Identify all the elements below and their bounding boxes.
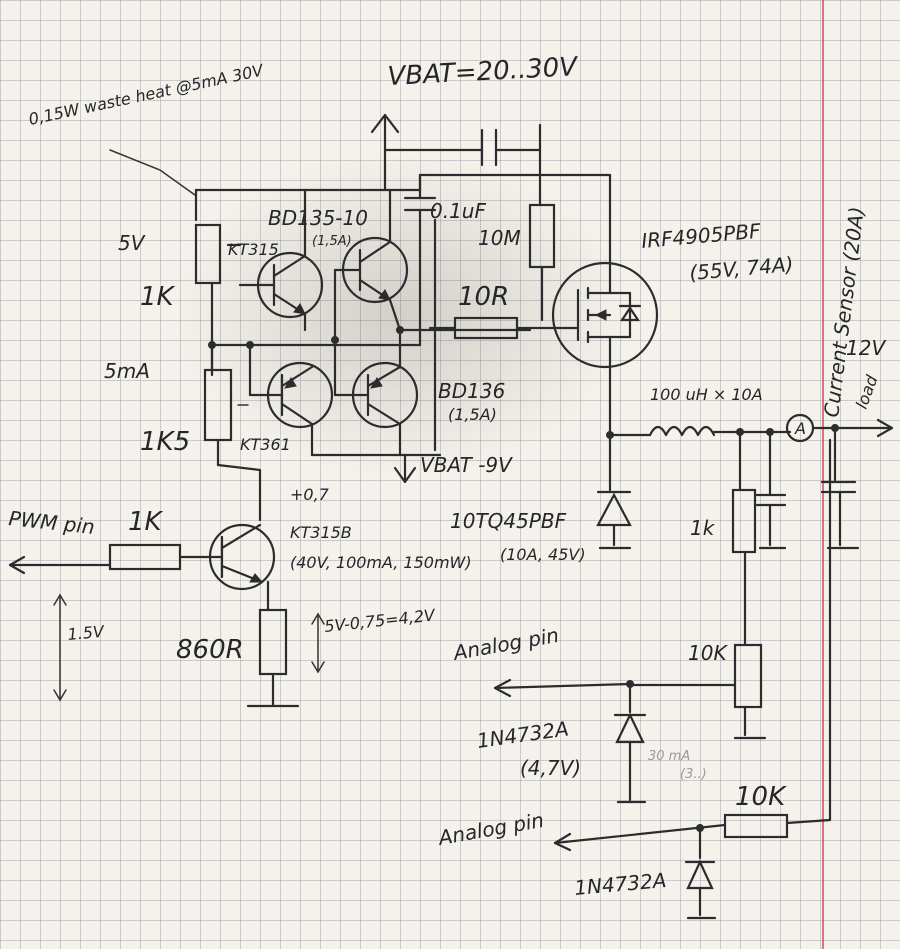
resistor-10k-bottom	[723, 813, 832, 839]
notebook-margin-line	[822, 0, 824, 949]
zener-1n4732a-2	[684, 826, 717, 920]
label-diode: 10TQ45PBF	[450, 509, 567, 533]
label-faint-1: 30 mA	[648, 749, 690, 764]
analog-pin-1-line	[493, 678, 634, 698]
label-r-10m: 10M	[478, 226, 521, 250]
label-kt361: KT361	[240, 435, 291, 454]
label-analog-pin-1: Analog pin	[450, 623, 561, 665]
label-pot-10k: 10K	[688, 641, 728, 665]
label-zener-1: 1N4732A	[475, 716, 570, 753]
analog-pin-2-line	[553, 823, 727, 852]
label-load: load	[852, 372, 882, 411]
label-r-10k-bottom: 10K	[735, 782, 787, 812]
label-kt315b-rating: (40V, 100mA, 150mW)	[290, 553, 472, 572]
label-kt315-top: KT315	[228, 240, 279, 259]
note-vbat-range: VBAT=20..30V	[387, 52, 580, 92]
label-zener-1-rating: (4,7V)	[520, 756, 581, 780]
bias-node	[208, 326, 422, 397]
schottky-diode-10tq45	[596, 433, 632, 550]
pwm-input	[8, 543, 224, 575]
label-kt315b: KT315B	[290, 523, 352, 542]
transistor-bd135	[303, 188, 532, 342]
measure-arrows	[53, 593, 325, 702]
label-bd136: BD136	[438, 379, 505, 403]
label-5ma: 5mA	[104, 359, 150, 383]
label-r-1k-div: 1k	[690, 516, 716, 540]
label-inductor: 100 uH × 10A	[650, 385, 763, 404]
label-pwm-pin: PWM pin	[7, 506, 95, 539]
label-r-top: 1K	[140, 282, 176, 312]
transistor-kt315b	[208, 523, 276, 612]
label-mosfet-rating: (55V, 74A)	[688, 252, 794, 285]
resistor-1k-divider	[731, 430, 757, 647]
vbat-minus-rail	[310, 453, 442, 484]
label-swing-15: 1.5V	[67, 622, 106, 644]
label-ammeter: A	[794, 419, 806, 438]
mosfet-irf4905	[551, 261, 659, 437]
ammeter-current-sensor	[785, 413, 894, 822]
label-5v: 5V	[118, 231, 146, 255]
label-emitter-swing: 5V-0,75=4,2V	[323, 605, 436, 636]
label-r-10r: 10R	[458, 282, 509, 312]
label-plus-07: +0,7	[290, 485, 330, 504]
label-bd135-rating: (1,5A)	[312, 234, 352, 249]
transistor-bd136	[333, 328, 419, 457]
label-vbat-minus: VBAT -9V	[420, 453, 513, 477]
label-12v: 12V	[846, 336, 886, 360]
resistor-1k5	[203, 343, 262, 522]
resistor-860r	[246, 608, 300, 708]
capacitor-0-1uf	[403, 173, 437, 452]
label-zener-2: 1N4732A	[573, 868, 667, 900]
label-pwm-resistor: 1K	[128, 507, 164, 537]
transistor-kt315-top	[238, 188, 324, 319]
pot-10k	[628, 643, 767, 740]
zener-1n4732a-1	[613, 682, 647, 804]
resistor-1k-top	[109, 149, 242, 377]
inductor-100uh	[606, 425, 792, 439]
resistor-10r	[428, 316, 562, 340]
label-bd135: BD135-10	[268, 206, 368, 230]
label-r-860: 860R	[176, 635, 244, 665]
label-r-mid: 1K5	[140, 427, 190, 457]
label-cap-top: 0.1uF	[430, 199, 486, 223]
transistor-kt361	[248, 361, 334, 457]
label-analog-pin-2: Analog pin	[435, 808, 546, 850]
output-capacitors	[755, 430, 860, 550]
label-diode-rating: (10A, 45V)	[500, 545, 586, 564]
resistor-10m	[528, 173, 556, 322]
label-mosfet: IRF4905PBF	[640, 219, 762, 253]
label-bd136-rating: (1,5A)	[448, 405, 497, 424]
note-waste-heat: 0,15W waste heat @5mA 30V	[27, 60, 266, 129]
label-faint-2: (3..)	[680, 767, 707, 782]
